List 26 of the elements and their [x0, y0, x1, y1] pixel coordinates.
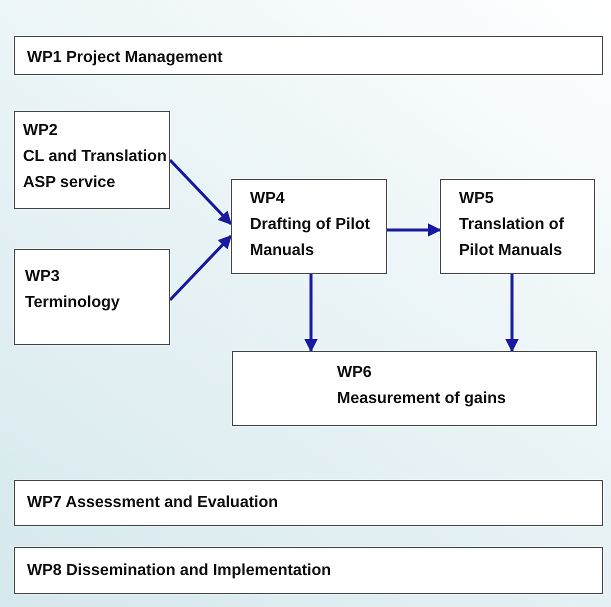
package-title: WP3 — [25, 267, 61, 287]
package-title: WP8 Dissemination and Implementation — [27, 561, 332, 581]
package-title: WP2 — [23, 121, 59, 141]
work-package-box — [14, 36, 603, 75]
package-title: WP1 Project Management — [27, 48, 224, 68]
work-package-box — [14, 547, 603, 594]
arrow — [505, 274, 519, 352]
work-package-box — [14, 111, 170, 209]
package-description: Drafting of Pilot Manuals — [250, 215, 371, 261]
package-description: CL and Translation ASP service — [23, 147, 168, 193]
arrow — [168, 158, 232, 226]
package-title: WP4 — [250, 189, 286, 209]
package-title: WP7 Assessment and Evaluation — [27, 493, 280, 513]
work-package-box — [14, 480, 603, 526]
arrow — [168, 234, 232, 302]
work-package-box — [14, 249, 170, 345]
work-package-box — [232, 351, 597, 426]
package-description: Translation of Pilot Manuals — [459, 215, 565, 261]
work-package-box — [440, 179, 595, 274]
arrow — [304, 274, 318, 352]
arrow — [387, 223, 442, 237]
package-title: WP6 — [337, 363, 373, 383]
package-description: Measurement of gains — [337, 389, 507, 409]
package-title: WP5 — [459, 189, 495, 209]
package-description: Terminology — [25, 293, 121, 313]
work-package-box — [231, 179, 387, 274]
